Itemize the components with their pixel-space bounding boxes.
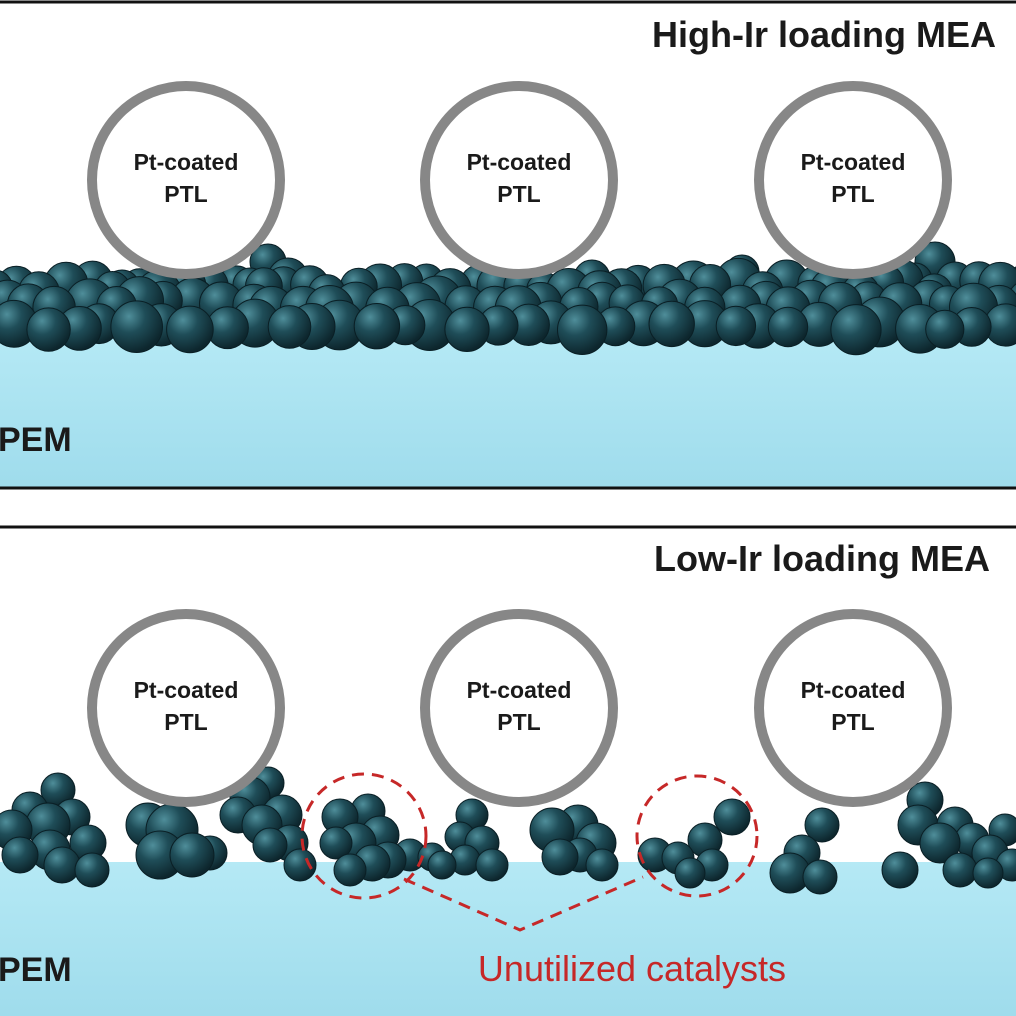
- ptl-label-line1: Pt-coated: [467, 677, 572, 703]
- ptl-ring: [87, 81, 285, 279]
- ptl-ring: [754, 609, 952, 807]
- ptl-label-line2: PTL: [497, 709, 540, 735]
- catalyst-particle: [881, 851, 919, 889]
- ptl-label-line2: PTL: [831, 709, 874, 735]
- pem-layer: [0, 862, 1016, 1016]
- catalyst-particle: [674, 857, 706, 889]
- unutilized-highlight-circle: [300, 772, 428, 900]
- catalyst-particle: [1, 836, 39, 874]
- ptl-label-line1: Pt-coated: [801, 677, 906, 703]
- ptl-ring: [754, 81, 952, 279]
- catalyst-particle: [925, 309, 965, 349]
- ptl-label-line1: Pt-coated: [467, 149, 572, 175]
- catalyst-particle: [110, 300, 163, 354]
- catalyst-particle: [43, 846, 81, 884]
- panel-title: High-Ir loading MEA: [652, 14, 996, 55]
- catalyst-particle: [353, 303, 401, 350]
- ptl-ring: [87, 609, 285, 807]
- panel-title: Low-Ir loading MEA: [654, 538, 990, 579]
- catalyst-particle: [267, 305, 312, 349]
- ptl-label-line1: Pt-coated: [134, 677, 239, 703]
- ptl-label-line1: Pt-coated: [801, 149, 906, 175]
- catalyst-particle: [802, 859, 838, 895]
- ptl-label-line2: PTL: [164, 181, 207, 207]
- ptl-label-line2: PTL: [164, 709, 207, 735]
- catalyst-particle: [919, 822, 961, 864]
- catalyst-particle: [252, 827, 288, 863]
- ptl-label-line2: PTL: [831, 181, 874, 207]
- catalyst-particle: [74, 852, 110, 888]
- catalyst-particle: [715, 305, 757, 347]
- pem-layer: [0, 335, 1016, 487]
- catalyst-particle: [475, 848, 509, 882]
- catalyst-particle: [585, 848, 619, 882]
- catalyst-particle: [767, 306, 809, 348]
- catalyst-layer: [0, 766, 1016, 895]
- catalyst-particle: [319, 826, 353, 860]
- ptl-ring: [420, 609, 618, 807]
- catalyst-particle: [26, 307, 71, 352]
- catalyst-particle: [427, 850, 457, 880]
- ptl-label-line2: PTL: [497, 181, 540, 207]
- catalyst-particle: [972, 857, 1004, 889]
- pem-label: PEM: [0, 951, 72, 989]
- catalyst-particle: [713, 798, 751, 836]
- ptl-label-line1: Pt-coated: [134, 149, 239, 175]
- catalyst-particle: [541, 838, 579, 876]
- catalyst-particle: [166, 305, 214, 354]
- catalyst-layer: [0, 241, 1016, 356]
- catalyst-particle: [333, 853, 367, 887]
- catalyst-particle: [283, 848, 317, 882]
- catalyst-particle: [830, 304, 882, 356]
- unutilized-highlight-circle: [635, 774, 759, 898]
- unutilized-catalysts-label: Unutilized catalysts: [478, 948, 786, 989]
- catalyst-particle: [804, 807, 840, 843]
- catalyst-particle: [444, 306, 490, 352]
- catalyst-particle: [648, 300, 695, 348]
- catalyst-particle: [169, 832, 215, 878]
- catalyst-particle: [557, 304, 608, 355]
- catalyst-particle: [942, 852, 978, 888]
- annotation-pointer: [403, 875, 644, 932]
- ptl-ring: [420, 81, 618, 279]
- pem-label: PEM: [0, 421, 72, 459]
